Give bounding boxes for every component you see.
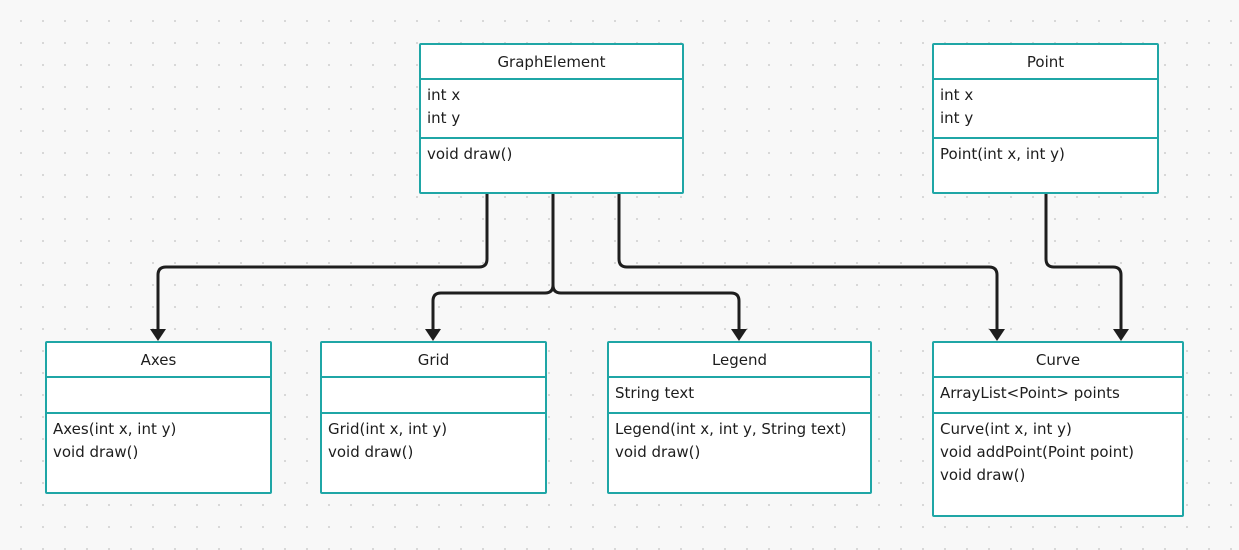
- methods-grid: Grid(int x, int y) void draw(): [322, 414, 545, 464]
- attribute: int x: [940, 86, 974, 104]
- arrowhead-axes: [150, 329, 166, 341]
- method: void draw(): [328, 443, 414, 461]
- attribute: int y: [427, 109, 461, 127]
- arrowhead-curve-right: [1113, 329, 1129, 341]
- arrowhead-legend: [731, 329, 747, 341]
- class-curve[interactable]: Curve ArrayList<Point> points Curve(int …: [932, 341, 1184, 517]
- methods-graphelement: void draw(): [421, 139, 682, 166]
- arrowhead-curve-left: [989, 329, 1005, 341]
- methods-legend: Legend(int x, int y, String text) void d…: [609, 414, 870, 464]
- methods-curve: Curve(int x, int y) void addPoint(Point …: [934, 414, 1182, 487]
- connector-graphelement-grid: [431, 194, 555, 330]
- class-axes[interactable]: Axes Axes(int x, int y) void draw(): [45, 341, 272, 494]
- method: void draw(): [940, 466, 1026, 484]
- class-point[interactable]: Point int x int y Point(int x, int y): [932, 43, 1159, 194]
- class-name-point: Point: [934, 45, 1157, 80]
- method: Grid(int x, int y): [328, 420, 448, 438]
- attribute: String text: [615, 384, 695, 402]
- method: void draw(): [615, 443, 701, 461]
- method: void draw(): [427, 145, 513, 163]
- class-name-curve: Curve: [934, 343, 1182, 378]
- attributes-legend: String text: [609, 378, 870, 414]
- attribute: ArrayList<Point> points: [940, 384, 1120, 402]
- connector-point-curve: [1044, 194, 1123, 330]
- methods-point: Point(int x, int y): [934, 139, 1157, 166]
- attributes-curve: ArrayList<Point> points: [934, 378, 1182, 414]
- method: Axes(int x, int y): [53, 420, 177, 438]
- attribute: int y: [940, 109, 974, 127]
- method: void draw(): [53, 443, 139, 461]
- method: Legend(int x, int y, String text): [615, 420, 847, 438]
- attributes-axes: [47, 378, 270, 414]
- class-graphelement[interactable]: GraphElement int x int y void draw(): [419, 43, 684, 194]
- methods-axes: Axes(int x, int y) void draw(): [47, 414, 270, 464]
- connector-graphelement-legend: [551, 284, 741, 330]
- class-name-axes: Axes: [47, 343, 270, 378]
- attribute: int x: [427, 86, 461, 104]
- class-name-graphelement: GraphElement: [421, 45, 682, 80]
- class-name-grid: Grid: [322, 343, 545, 378]
- connector-graphelement-curve: [617, 194, 999, 330]
- arrowhead-grid: [425, 329, 441, 341]
- attributes-point: int x int y: [934, 80, 1157, 139]
- class-grid[interactable]: Grid Grid(int x, int y) void draw(): [320, 341, 547, 494]
- method: Point(int x, int y): [940, 145, 1065, 163]
- method: Curve(int x, int y): [940, 420, 1072, 438]
- attributes-grid: [322, 378, 545, 414]
- connector-graphelement-axes: [156, 194, 489, 330]
- class-legend[interactable]: Legend String text Legend(int x, int y, …: [607, 341, 872, 494]
- method: void addPoint(Point point): [940, 443, 1134, 461]
- class-name-legend: Legend: [609, 343, 870, 378]
- attributes-graphelement: int x int y: [421, 80, 682, 139]
